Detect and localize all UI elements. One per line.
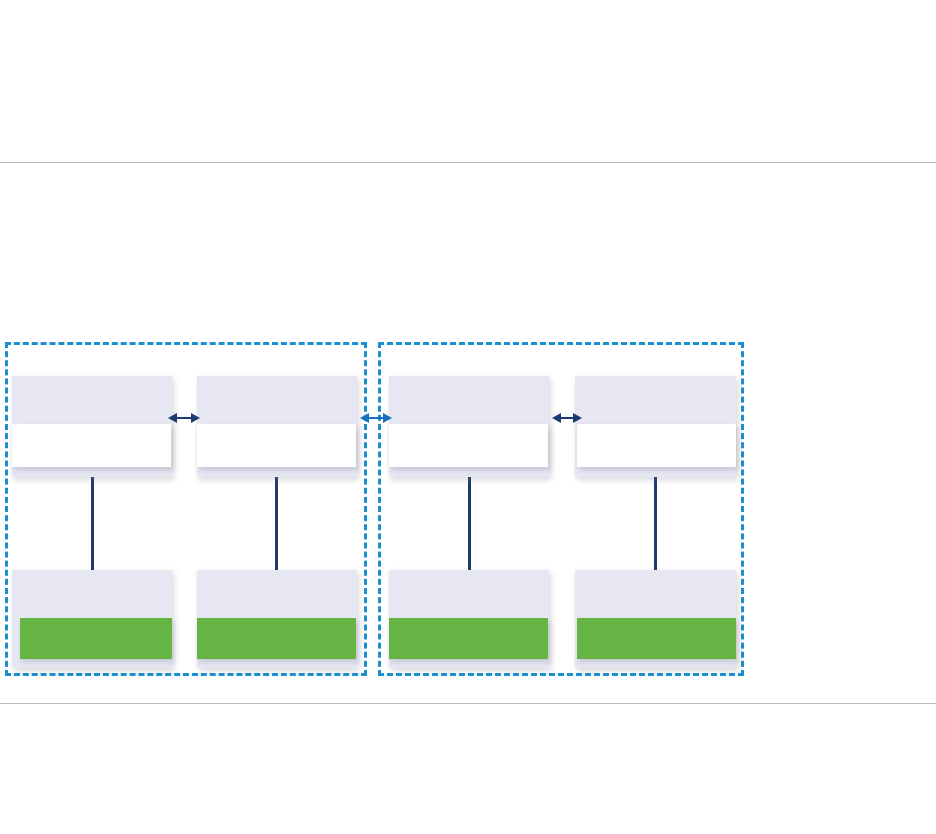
group-right-label: Right card group (381, 345, 382, 346)
top-card-inner-box-column-1 (12, 424, 171, 467)
column-label-column-1: Column 1 (0, 0, 1, 1)
column-label-column-3: Column 3 (0, 0, 1, 1)
column-label-column-2: Column 2 (0, 0, 1, 1)
bottom-card-inner-box-column-1 (20, 618, 172, 659)
connector-line-column-1 (91, 477, 94, 572)
group-left-label: Left card group (8, 345, 9, 346)
spacing-arrow-col3-col4: Spacing between column 3 and column 4 (552, 411, 582, 425)
group-region-left[interactable]: Left card group (5, 342, 367, 676)
double-arrow-icon (360, 413, 392, 423)
top-card-inner-box-column-4 (577, 424, 736, 467)
double-arrow-icon (552, 413, 582, 423)
bottom-divider (0, 703, 936, 704)
bottom-card-inner-box-column-2 (197, 618, 356, 659)
connector-line-column-2 (275, 477, 278, 572)
double-arrow-icon (168, 413, 200, 423)
spacing-arrow-col1-col2: Spacing between column 1 and column 2 (168, 411, 200, 425)
bottom-card-inner-box-column-3 (389, 618, 548, 659)
spacing-arrow-groups: Spacing between left and right group (360, 411, 392, 425)
connector-line-column-4 (654, 477, 657, 572)
top-card-inner-box-column-2 (197, 424, 356, 467)
connector-line-column-3 (468, 477, 471, 572)
column-label-column-4: Column 4 (0, 0, 1, 1)
group-region-right[interactable]: Right card group (378, 342, 744, 676)
top-card-inner-box-column-3 (389, 424, 548, 467)
bottom-card-inner-box-column-4 (577, 618, 736, 659)
top-divider (0, 162, 936, 163)
